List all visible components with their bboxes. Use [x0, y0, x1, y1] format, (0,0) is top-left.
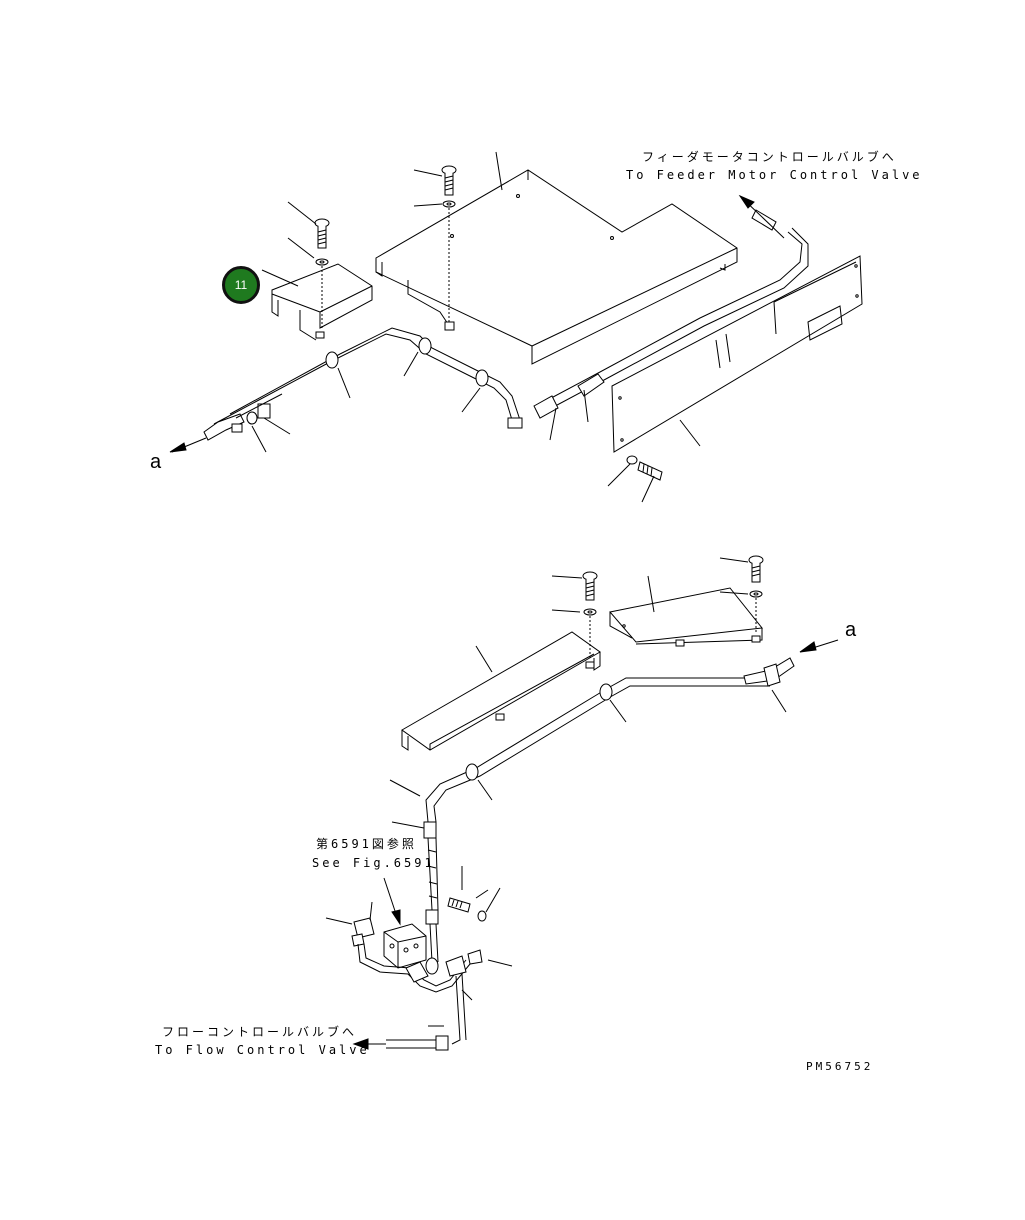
label-ref-a-top: a	[150, 451, 162, 473]
valve-block	[351, 889, 489, 1051]
hose-top	[203, 327, 523, 441]
label-feeder-en: To Feeder Motor Control Valve	[626, 168, 923, 182]
bolt-side-plate	[626, 455, 663, 481]
large-cover-plate	[375, 169, 738, 365]
label-feeder-jp: フィーダモータコントロールバルブへ	[642, 150, 897, 164]
bolt-bottom-valve	[447, 897, 487, 922]
bolt-bottom-right	[748, 555, 764, 634]
label-ref-a-bottom: a	[845, 619, 857, 641]
side-plate	[611, 255, 863, 453]
arrow-flow-head	[352, 1038, 369, 1050]
label-flow-jp: フローコントロールバルブへ	[162, 1025, 358, 1039]
bolt-top-center	[441, 165, 457, 331]
callout-badge[interactable]: 11	[222, 266, 260, 304]
arrow-a-top-head	[169, 442, 187, 453]
arrow-a-bottom-head	[799, 641, 817, 653]
label-flow-en: To Flow Control Valve	[155, 1043, 370, 1057]
label-see-fig-en: See Fig.6591	[312, 856, 435, 870]
hose-bottom	[423, 657, 795, 975]
bracket-plate	[609, 587, 763, 647]
drawing-code: PM56752	[806, 1060, 874, 1073]
callout-number: 11	[234, 278, 248, 292]
arrow-feeder-head	[738, 194, 755, 209]
long-cover	[401, 631, 601, 751]
arrow-see-fig-head	[391, 909, 401, 926]
label-see-fig-jp: 第6591図参照	[316, 837, 417, 851]
leader-lines-bottom	[325, 557, 787, 1027]
bolt-bottom-left	[582, 571, 598, 660]
leader-lines-top	[251, 151, 701, 503]
